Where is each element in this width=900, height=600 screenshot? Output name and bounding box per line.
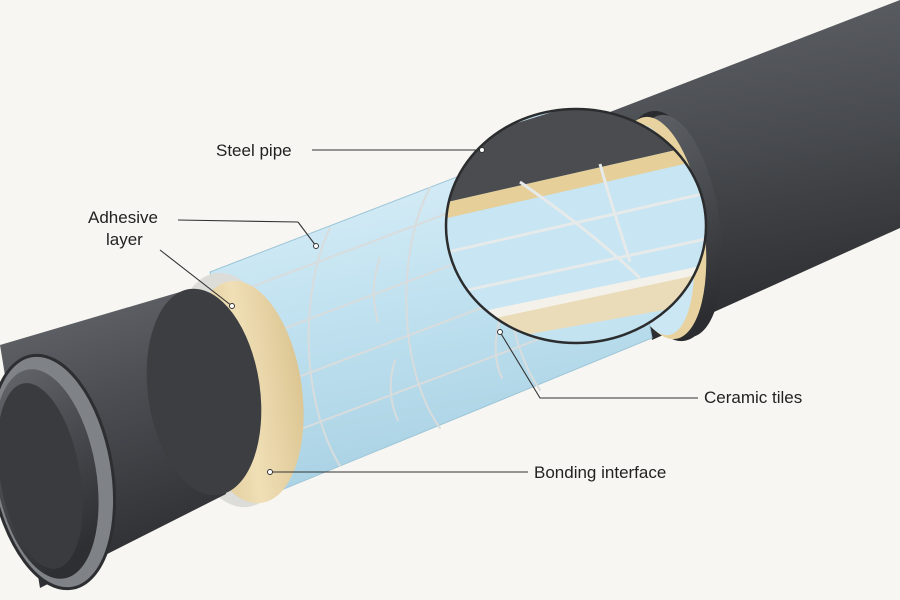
steel-pipe-label: Steel pipe [216,141,292,160]
bonding-interface-label: Bonding interface [534,463,666,482]
steel-pipe-left [0,288,262,591]
label-adhesive-layer: Adhesive layer [88,208,319,309]
adhesive-label-line1: Adhesive [88,208,158,227]
ceramic-tiles-label: Ceramic tiles [704,388,802,407]
adhesive-label-line2: layer [106,230,143,249]
label-bonding-interface: Bonding interface [267,463,666,482]
label-ceramic-tiles: Ceramic tiles [497,329,802,407]
label-steel-pipe: Steel pipe [216,141,485,160]
